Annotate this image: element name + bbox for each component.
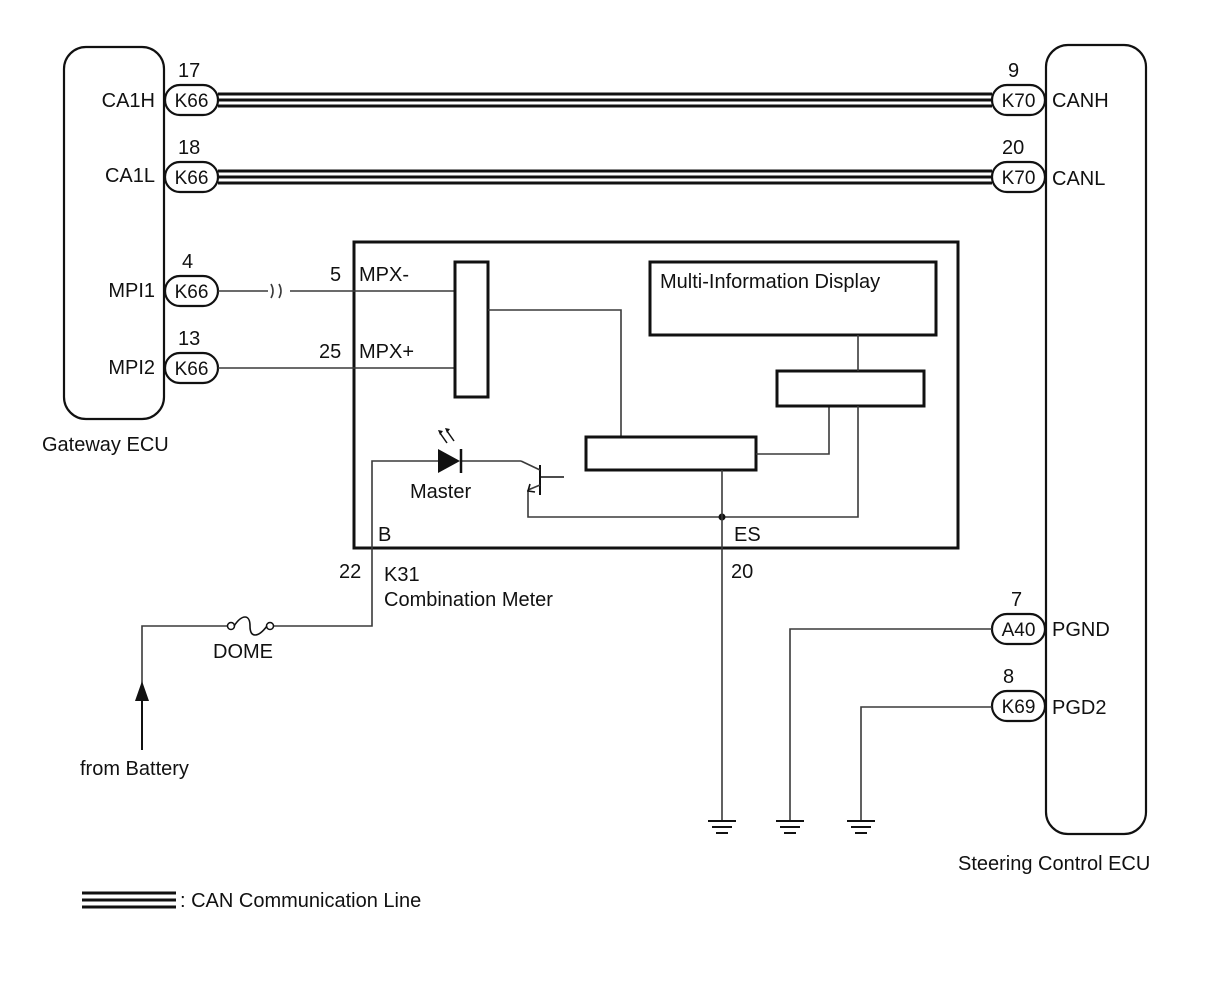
master-led-icon — [438, 428, 463, 473]
connector-k66-mpi2: K66 — [163, 351, 220, 385]
mpx-minus-pin: 5 — [330, 264, 341, 286]
dome-fuse-icon — [226, 616, 275, 636]
can-line-canh — [218, 92, 992, 108]
ground-icon — [847, 820, 875, 834]
cpu-block — [584, 435, 758, 472]
svg-text:A40: A40 — [1002, 620, 1036, 641]
terminal-mpi1: MPI1 — [108, 280, 155, 302]
battery-wire — [141, 548, 373, 700]
multi-information-display-label: Multi-Information Display — [660, 271, 880, 293]
meter-code: K31 — [384, 564, 420, 586]
terminal-pgnd: PGND — [1052, 619, 1110, 641]
dome-fuse-label: DOME — [213, 641, 273, 663]
terminal-ca1l: CA1L — [105, 165, 155, 187]
pin-number: 9 — [1008, 60, 1019, 82]
mpx-plus-label: MPX+ — [359, 341, 414, 363]
led-wire — [371, 460, 521, 548]
legend-text: : CAN Communication Line — [180, 890, 421, 912]
pin-number: 8 — [1003, 666, 1014, 688]
mpx-plus-pin: 25 — [319, 341, 341, 363]
gateway-ecu-name: Gateway ECU — [42, 434, 169, 456]
svg-text:K66: K66 — [175, 91, 209, 112]
internal-wire — [527, 406, 859, 518]
terminal-ca1h: CA1H — [102, 90, 155, 112]
pgnd-wire — [789, 628, 992, 820]
internal-wire — [488, 309, 622, 437]
pin-number: 13 — [178, 328, 200, 350]
terminal-pgd2: PGD2 — [1052, 697, 1106, 719]
connector-a40-pgnd: A40 — [990, 612, 1047, 646]
can-line-legend-symbol — [82, 891, 176, 909]
meter-name: Combination Meter — [384, 589, 553, 611]
connector-k66-mpi1: K66 — [163, 274, 220, 308]
connector-k66-ca1l: K66 — [163, 160, 220, 194]
multi-information-display-box — [648, 260, 938, 337]
comm-ic-block — [453, 260, 490, 399]
pin-number: 4 — [182, 251, 193, 273]
can-line-canl — [218, 169, 992, 185]
pin-number: 20 — [1002, 137, 1024, 159]
es-pin: 20 — [731, 561, 753, 583]
from-battery-label: from Battery — [80, 758, 189, 780]
svg-text:K69: K69 — [1002, 697, 1036, 718]
internal-wire — [756, 406, 830, 455]
pin-number: 17 — [178, 60, 200, 82]
svg-text:K70: K70 — [1002, 91, 1036, 112]
svg-text:K70: K70 — [1002, 168, 1036, 189]
battery-arrow-icon — [135, 681, 149, 750]
ground-icon — [776, 820, 804, 834]
connector-k70-canh: K70 — [990, 83, 1047, 117]
svg-text:K66: K66 — [175, 168, 209, 189]
transistor — [520, 460, 564, 495]
connector-k70-canl: K70 — [990, 160, 1047, 194]
mpx-minus-label: MPX- — [359, 264, 409, 286]
svg-text:K66: K66 — [175, 359, 209, 380]
gateway-ecu-body — [62, 45, 166, 421]
twisted-pair-mark — [270, 283, 282, 299]
b-terminal-label: B — [378, 524, 391, 546]
connector-k69-pgd2: K69 — [990, 689, 1047, 723]
terminal-canh: CANH — [1052, 90, 1109, 112]
b-pin: 22 — [339, 561, 361, 583]
terminal-mpi2: MPI2 — [108, 357, 155, 379]
es-terminal-label: ES — [734, 524, 761, 546]
master-label: Master — [410, 481, 471, 503]
connector-k66-ca1h: K66 — [163, 83, 220, 117]
pin-number: 18 — [178, 137, 200, 159]
steering-ecu-body — [1044, 43, 1148, 836]
svg-text:K66: K66 — [175, 282, 209, 303]
terminal-canl: CANL — [1052, 168, 1105, 190]
pgd2-wire — [860, 706, 992, 820]
ground-icon — [708, 820, 736, 834]
driver-block — [775, 369, 926, 408]
steering-ecu-name: Steering Control ECU — [958, 853, 1150, 875]
pin-number: 7 — [1011, 589, 1022, 611]
